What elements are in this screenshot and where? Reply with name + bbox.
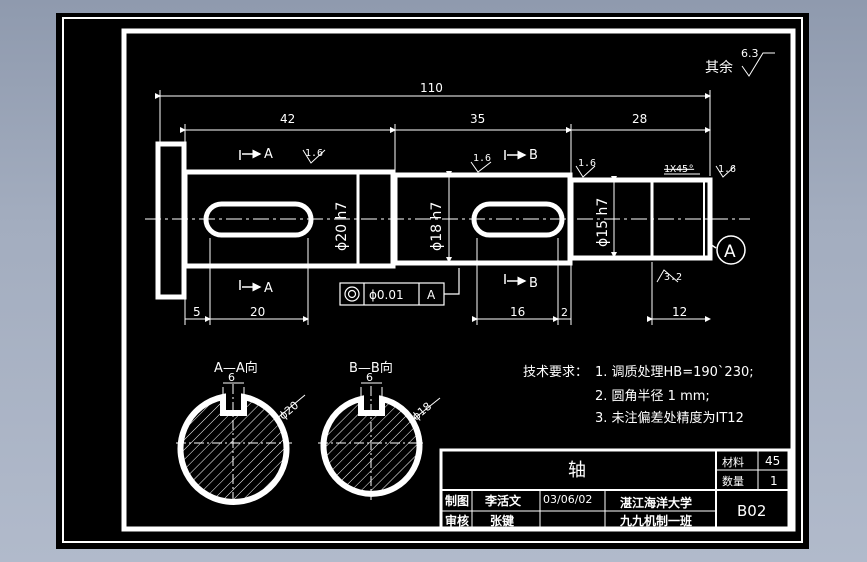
roughness-4: 1.6 [718,164,736,175]
section-mark-b-bottom: B [529,276,538,291]
dim-dia2: ϕ18 h7 [429,202,445,251]
title-checked-label: 审核 [445,513,469,528]
title-drawn-name: 李活文 [484,493,522,508]
section-mark-b-top: B [529,148,538,163]
section-view-aa: A—A向 6 ϕ20 [176,360,306,505]
dim-sec3: 28 [632,112,647,126]
top-dimensions [155,90,711,178]
section-bb-width: 6 [366,371,373,384]
dim-sec1: 42 [280,112,295,126]
shaft-outline [155,141,713,300]
section-bb-title: B—B向 [349,360,393,376]
dim-b3: 16 [510,305,525,319]
section-aa-width: 6 [228,371,235,384]
title-drawing-no: B02 [737,502,766,520]
roughness-5: 3.2 [664,272,682,283]
title-checked-name: 张键 [490,513,514,528]
roughness-3: 1.6 [578,158,596,169]
surface-finish-note: 其余 6.3 [705,47,775,77]
title-drawn-label: 制图 [445,493,469,508]
tolerance-frame [339,268,460,306]
roughness-symbols [302,149,736,283]
tech-req-item-1: 1. 调质处理HB=190`230; [595,365,754,380]
title-qty-label: 数量 [722,475,744,488]
keyway-a [203,201,314,238]
bottom-dimensions [184,238,711,325]
datum-a: A [709,235,746,265]
title-drawn-date: 03/06/02 [543,493,592,506]
dim-b4: 2 [561,306,568,319]
technical-requirements: 技术要求： 1. 调质处理HB=190`230; 2. 圆角半径 1 mm; 3… [523,365,754,426]
dim-dia1: ϕ20 h7 [334,202,350,251]
roughness-2: 1.6 [473,153,491,164]
title-class: 九九机制一班 [619,513,692,528]
dim-sec2: 35 [470,112,485,126]
title-part-name: 轴 [568,460,586,481]
tech-req-item-2: 2. 圆角半径 1 mm; [595,389,710,404]
dim-dia3: ϕ15 h7 [595,198,611,247]
tolerance-datum: A [427,288,436,302]
roughness-1: 1.6 [305,148,323,159]
dim-overall: 110 [420,81,443,95]
dim-b1: 5 [193,305,201,319]
outer-border [62,17,803,543]
keyway-b [471,201,565,238]
surface-note-label: 其余 [705,59,733,76]
title-block [439,448,791,530]
surface-note-value: 6.3 [741,47,759,60]
title-material-label: 材料 [722,455,744,469]
section-mark-a-top: A [264,147,273,162]
section-markers [239,149,527,292]
section-view-bb: B—B向 6 ϕ18 [318,360,441,500]
section-aa-title: A—A向 [214,360,258,376]
dim-b5: 12 [672,305,687,319]
tech-req-heading: 技术要求： [523,365,588,380]
dim-b2: 20 [250,305,265,319]
title-school: 湛江海洋大学 [620,495,692,510]
title-material-value: 45 [765,454,780,468]
shaft-section-3 [568,177,713,261]
tolerance-value: ϕ0.01 [369,288,404,302]
title-qty-value: 1 [770,474,778,488]
datum-a-label: A [724,242,736,262]
dim-chamfer: 1X45° [664,164,694,175]
tech-req-item-3: 3. 未注偏差处精度为IT12 [595,410,744,426]
section-mark-a-bottom: A [264,281,273,296]
